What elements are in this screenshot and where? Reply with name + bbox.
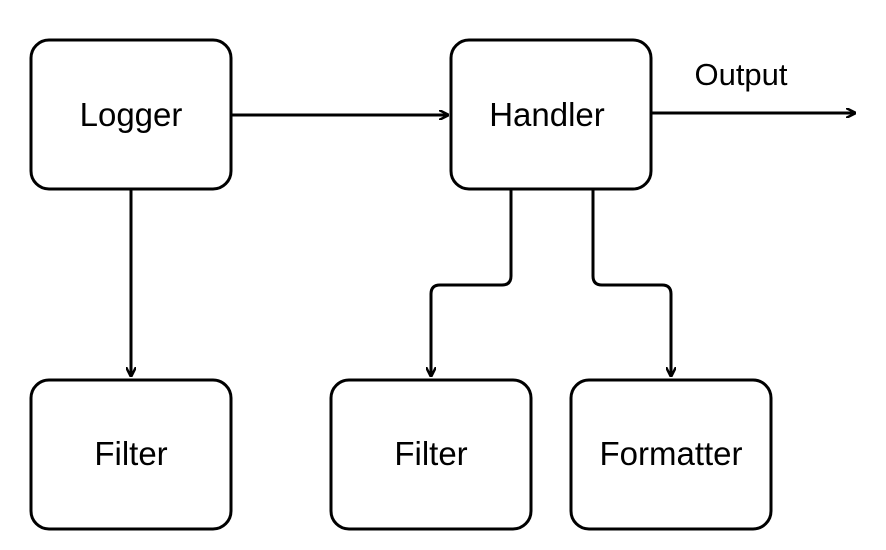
formatter-node: Formatter: [569, 378, 773, 531]
logger-filter-node-label: Filter: [94, 435, 167, 472]
logger-filter-node: Filter: [29, 378, 233, 531]
edge-handler-to-formatter: [591, 190, 671, 376]
logger-node: Logger: [29, 38, 233, 191]
handler-filter-node-label: Filter: [394, 435, 467, 472]
formatter-node-label: Formatter: [599, 435, 742, 472]
logger-node-label: Logger: [80, 96, 183, 133]
edge-handler-to-filter: [431, 190, 513, 376]
handler-node-label: Handler: [489, 96, 605, 133]
output-label: Output: [694, 57, 787, 92]
handler-filter-node: Filter: [329, 378, 533, 531]
handler-node: Handler: [449, 38, 653, 191]
